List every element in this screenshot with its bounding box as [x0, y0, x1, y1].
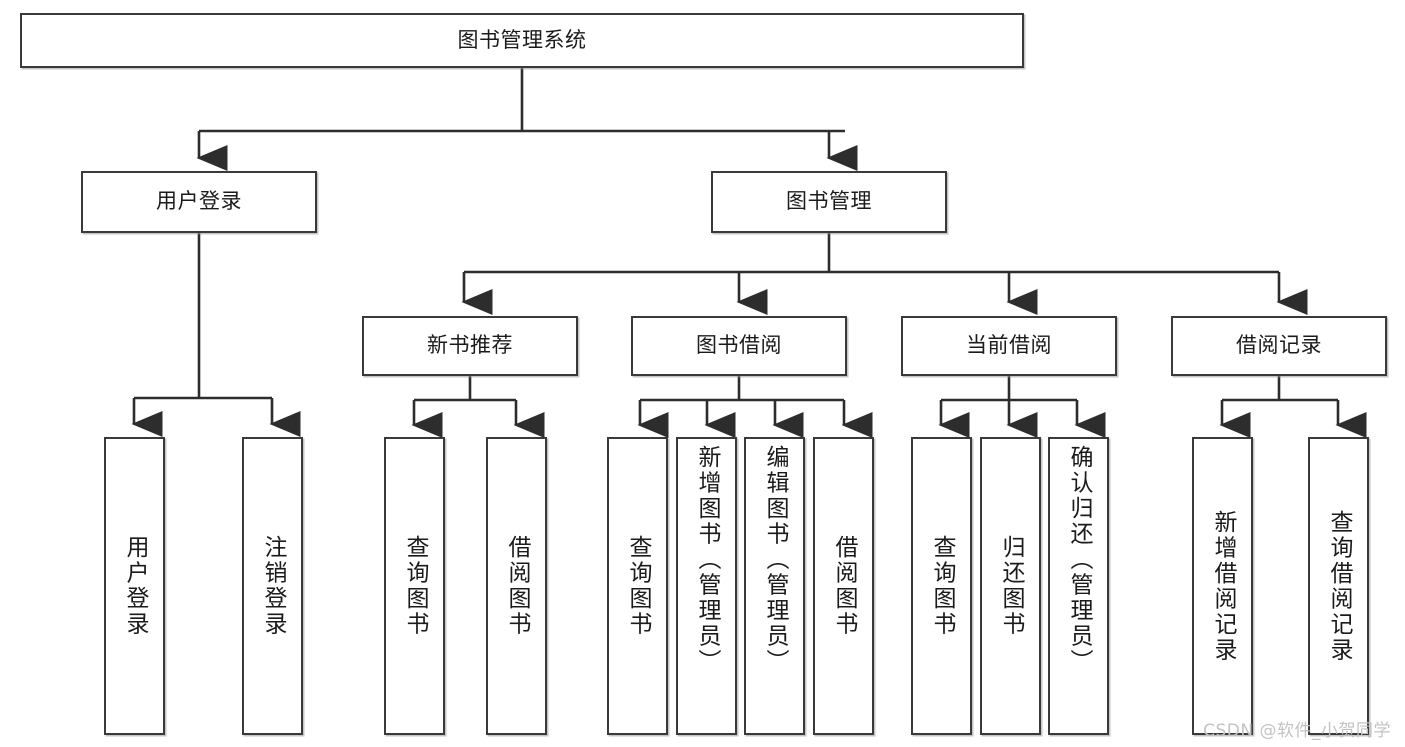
node-user-login-label: 用户登录: [156, 189, 242, 214]
leaf-edit-book[interactable]: 编辑图书（管理员）: [744, 437, 805, 735]
node-user-login[interactable]: 用户登录: [81, 171, 317, 233]
node-book-borrow-label: 图书借阅: [696, 333, 782, 358]
leaf-query-book-1[interactable]: 查询图书: [384, 437, 445, 735]
node-new-book-recommend[interactable]: 新书推荐: [362, 316, 578, 376]
node-borrow-record[interactable]: 借阅记录: [1171, 316, 1387, 376]
node-borrow-record-label: 借阅记录: [1236, 333, 1322, 358]
node-root[interactable]: 图书管理系统: [20, 13, 1024, 68]
node-current-borrow-label: 当前借阅: [966, 333, 1052, 358]
node-book-manage-label: 图书管理: [786, 189, 872, 214]
leaf-confirm-return[interactable]: 确认归还（管理员）: [1048, 437, 1109, 735]
node-book-manage[interactable]: 图书管理: [711, 171, 947, 233]
leaf-return-book-label: 归还图书: [998, 535, 1024, 637]
leaf-query-book-2[interactable]: 查询图书: [607, 437, 668, 735]
leaf-query-book-3[interactable]: 查询图书: [911, 437, 972, 735]
leaf-logout-login[interactable]: 注销登录: [242, 437, 303, 735]
leaf-query-book-3-label: 查询图书: [929, 535, 955, 637]
leaf-return-book[interactable]: 归还图书: [980, 437, 1041, 735]
leaf-query-record[interactable]: 查询借阅记录: [1308, 437, 1369, 735]
node-root-label: 图书管理系统: [457, 27, 587, 52]
leaf-borrow-book-1[interactable]: 借阅图书: [486, 437, 547, 735]
leaf-logout-login-label: 注销登录: [260, 535, 286, 637]
node-new-book-recommend-label: 新书推荐: [427, 333, 513, 358]
leaf-borrow-book-2-label: 借阅图书: [831, 535, 857, 637]
node-book-borrow[interactable]: 图书借阅: [631, 316, 847, 376]
leaf-borrow-book-2[interactable]: 借阅图书: [813, 437, 874, 735]
leaf-query-record-label: 查询借阅记录: [1326, 509, 1352, 663]
leaf-add-record-label: 新增借阅记录: [1210, 509, 1236, 663]
leaf-borrow-book-1-label: 借阅图书: [504, 535, 530, 637]
leaf-query-book-1-label: 查询图书: [402, 535, 428, 637]
leaf-add-record[interactable]: 新增借阅记录: [1192, 437, 1253, 735]
watermark: CSDN @软件_小贺同学: [1203, 721, 1391, 741]
leaf-edit-book-label: 编辑图书（管理员）: [762, 445, 788, 675]
leaf-add-book-label: 新增图书（管理员）: [694, 445, 720, 675]
leaf-query-book-2-label: 查询图书: [625, 535, 651, 637]
node-current-borrow[interactable]: 当前借阅: [901, 316, 1117, 376]
leaf-add-book[interactable]: 新增图书（管理员）: [676, 437, 737, 735]
leaf-user-login-label: 用户登录: [122, 535, 148, 637]
leaf-confirm-return-label: 确认归还（管理员）: [1066, 445, 1092, 675]
leaf-user-login[interactable]: 用户登录: [104, 437, 165, 735]
